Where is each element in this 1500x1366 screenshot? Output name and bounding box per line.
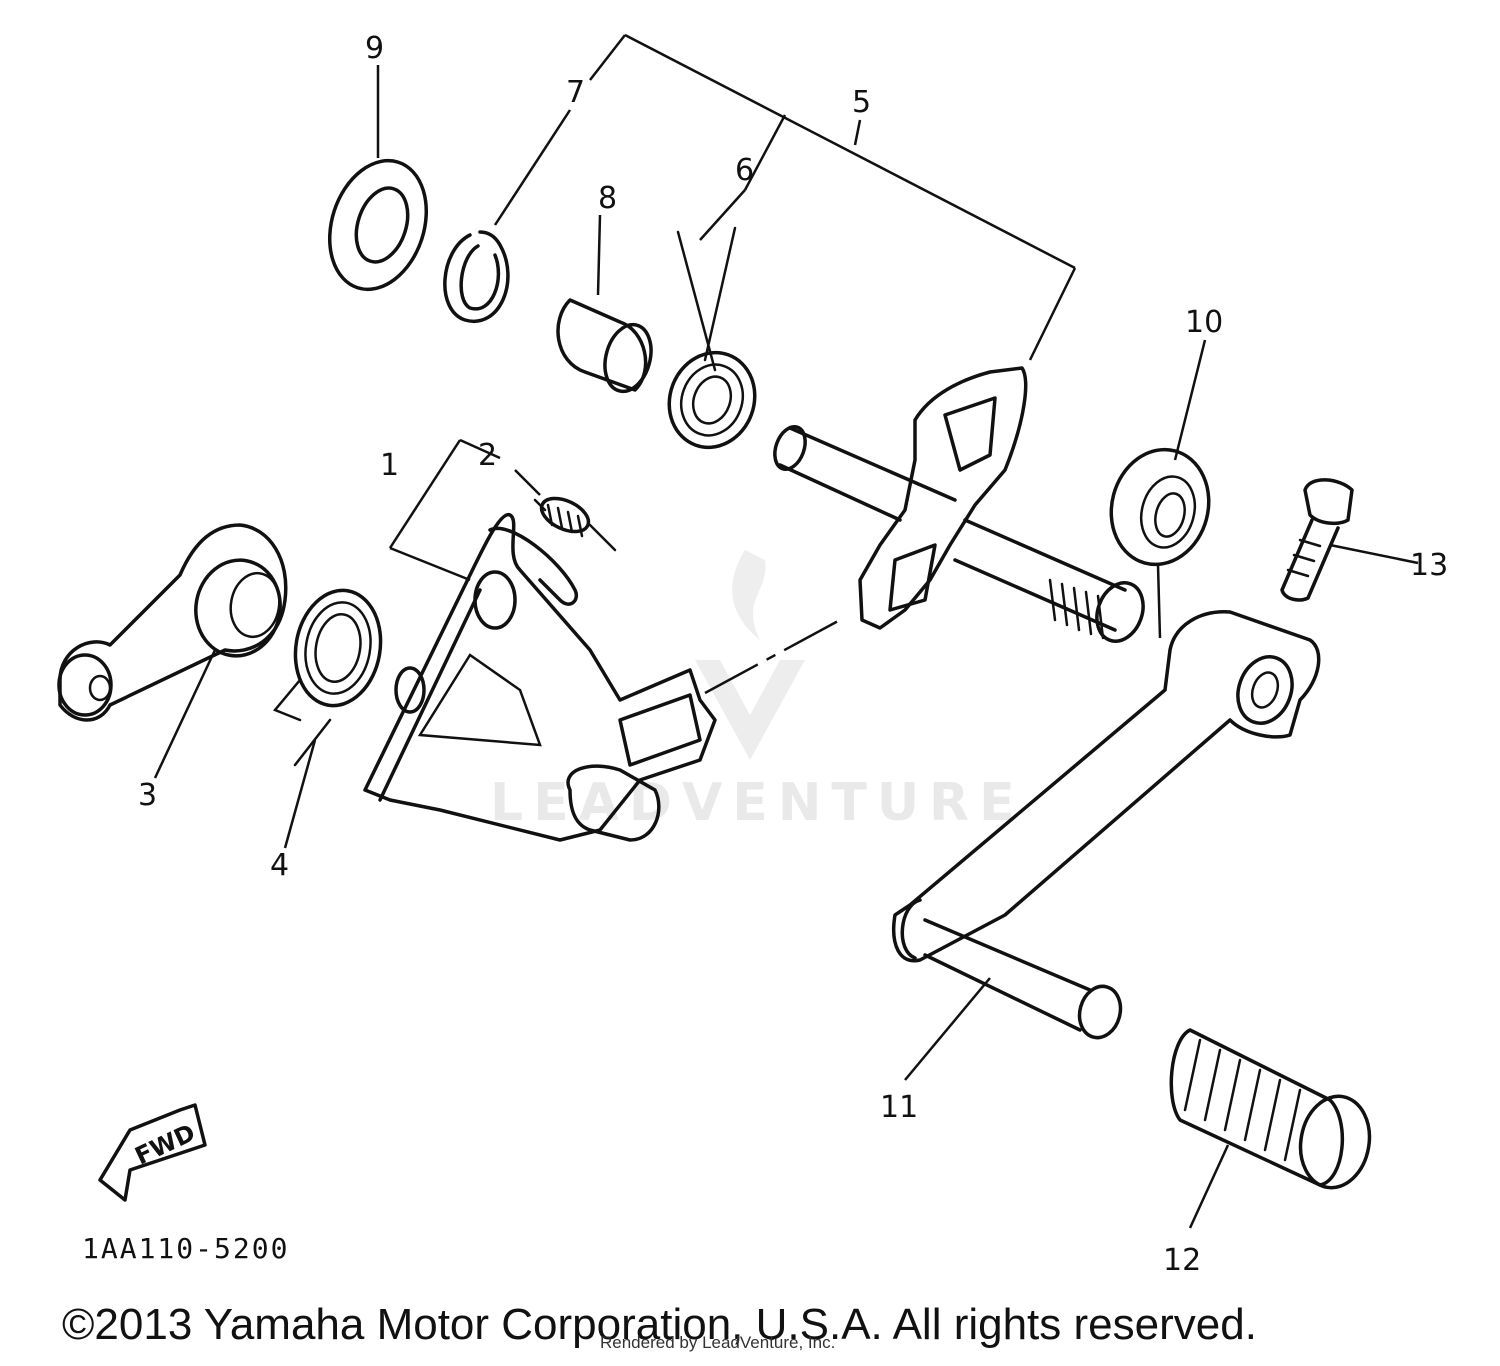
callout-10: 10 bbox=[1185, 305, 1223, 340]
callout-labels: 9 7 5 6 8 10 1 2 13 3 4 11 12 bbox=[138, 31, 1448, 1278]
callout-11: 11 bbox=[880, 1090, 918, 1125]
callout-8: 8 bbox=[598, 181, 617, 216]
part-2-spring bbox=[533, 496, 617, 552]
callout-1: 1 bbox=[380, 448, 399, 483]
callout-7: 7 bbox=[566, 75, 585, 110]
part-9-washer bbox=[327, 158, 429, 292]
callout-6: 6 bbox=[735, 153, 754, 188]
copyright-notice: ©2013 Yamaha Motor Corporation, U.S.A. A… bbox=[62, 1300, 1257, 1349]
callout-3: 3 bbox=[138, 778, 157, 813]
callout-4: 4 bbox=[270, 848, 289, 883]
fwd-direction-arrow-icon: FWD bbox=[98, 1103, 207, 1202]
part-10-oil-seal bbox=[1109, 447, 1211, 567]
part-1-shift-arm bbox=[363, 513, 717, 842]
leadventure-watermark: LEADVENTURE bbox=[490, 550, 1015, 833]
part-11-shift-pedal bbox=[892, 610, 1321, 1040]
part-8-collar bbox=[556, 298, 653, 394]
part-6-torsion-spring bbox=[667, 226, 757, 450]
leader-lines bbox=[153, 33, 1419, 1229]
diagram-part-number: 1AA110-5200 bbox=[82, 1232, 290, 1265]
callout-13: 13 bbox=[1410, 548, 1448, 583]
part-5-shift-shaft bbox=[773, 366, 1145, 643]
rendered-by-credit: Rendered by LeadVenture, Inc. bbox=[600, 1333, 836, 1352]
callout-12: 12 bbox=[1163, 1243, 1201, 1278]
part-4-spring bbox=[272, 588, 383, 767]
part-3-lever bbox=[57, 523, 288, 722]
part-13-bolt bbox=[1280, 478, 1354, 602]
part-7-circlip bbox=[443, 230, 510, 324]
callout-5: 5 bbox=[852, 85, 871, 120]
callout-2: 2 bbox=[478, 438, 497, 473]
part-12-pedal-rubber bbox=[1169, 1028, 1372, 1190]
callout-9: 9 bbox=[365, 31, 384, 66]
